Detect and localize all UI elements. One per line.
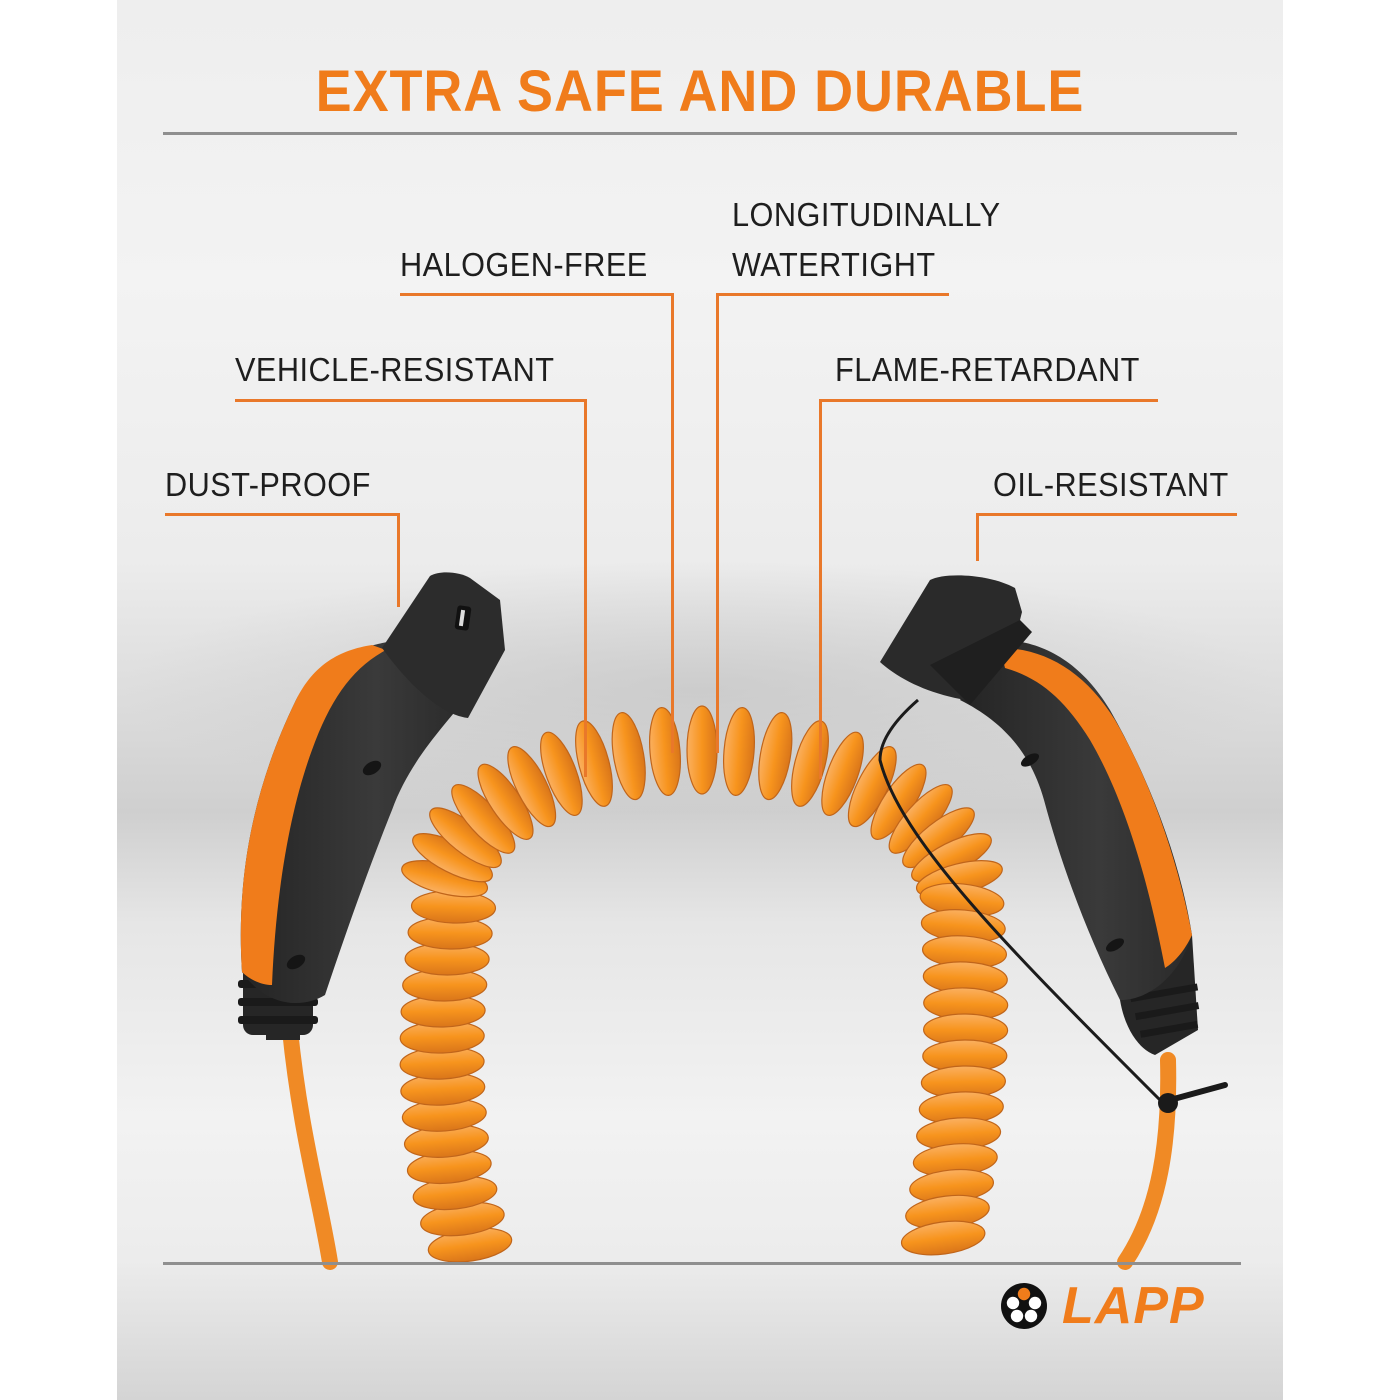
top-divider (163, 132, 1237, 135)
cable-tie (1158, 1082, 1228, 1113)
brand-logo: LAPP (1000, 1277, 1205, 1335)
right-strain-relief (1120, 935, 1200, 1055)
cable-cross-section-icon (1001, 1283, 1047, 1329)
feature-label-dust-proof: DUST-PROOF (165, 466, 371, 503)
callout-line-oil-resistant-h (976, 513, 1237, 516)
feature-label-flame-retardant: FLAME-RETARDANT (835, 351, 1140, 388)
callout-line-watertight-v (716, 293, 719, 753)
callout-line-vehicle-resistant-h (235, 399, 587, 402)
left-connector (238, 572, 505, 1040)
left-straight-cable (282, 1022, 338, 1270)
callout-line-vehicle-resistant-v (584, 399, 587, 777)
right-socket-cap (880, 575, 1032, 705)
callout-line-halogen-free-v (671, 293, 674, 753)
coiled-cable (399, 705, 1009, 1263)
callout-line-watertight-h (716, 293, 949, 296)
brand-name: LAPP (1062, 1277, 1205, 1335)
callout-line-flame-retardant-v (819, 399, 822, 779)
callout-line-dust-proof-v (397, 513, 400, 607)
callout-line-halogen-free-h (400, 293, 674, 296)
feature-label-longitudinally: LONGITUDINALLY (732, 196, 1001, 233)
bottom-divider (163, 1262, 1241, 1265)
feature-label-halogen-free: HALOGEN-FREE (400, 246, 648, 283)
callout-line-dust-proof-h (165, 513, 400, 516)
callout-line-flame-retardant-h (819, 399, 1158, 402)
right-connector (878, 575, 1228, 1113)
feature-label-oil-resistant: OIL-RESISTANT (993, 466, 1229, 503)
feature-label-vehicle-resistant: VEHICLE-RESISTANT (235, 351, 555, 388)
cap-tether-cord (878, 698, 1162, 1102)
right-straight-cable (1117, 1052, 1177, 1270)
left-plug-head (382, 572, 505, 718)
feature-label-watertight: WATERTIGHT (732, 246, 936, 283)
page-title: EXTRA SAFE AND DURABLE (315, 59, 1085, 124)
callout-line-oil-resistant-v (976, 513, 979, 561)
